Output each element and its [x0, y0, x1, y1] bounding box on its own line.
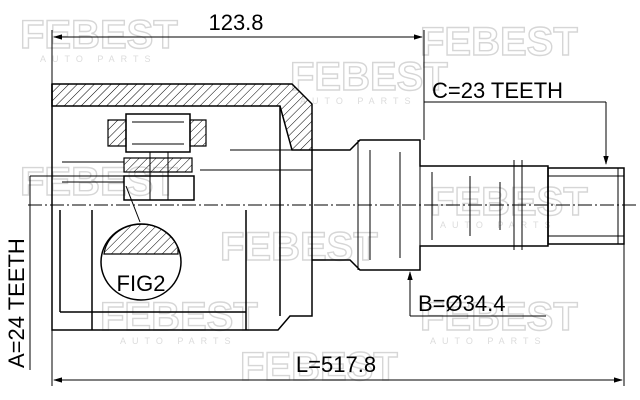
watermark-brand: FEBEST — [20, 13, 178, 57]
tripod-roller — [62, 113, 207, 201]
dimension-seal-diameter: B=Ø34.4 — [407, 271, 546, 317]
watermark-tagline: AUTO PARTS — [40, 54, 157, 64]
dimension-outer-spline: C=23 TEETH — [424, 78, 609, 165]
fig2-detail: FIG2 — [100, 185, 182, 301]
shaft-section — [312, 139, 625, 271]
seal-diameter-label: B=Ø34.4 — [418, 291, 505, 316]
watermark-brand: FEBEST — [430, 180, 588, 224]
watermark-brand: FEBEST — [100, 295, 258, 339]
dimension-total-length: L=517.8 — [51, 244, 625, 386]
dimension-housing-length: 123.8 — [51, 10, 425, 140]
watermark-tagline: AUTO PARTS — [440, 220, 557, 230]
housing-length-label: 123.8 — [208, 10, 263, 35]
inner-spline-label: A=24 TEETH — [4, 238, 29, 368]
watermark-tagline: AUTO PARTS — [430, 336, 547, 346]
watermark-tagline: AUTO PARTS — [300, 96, 417, 106]
watermark-brand: FEBEST — [290, 55, 448, 99]
outer-housing — [51, 83, 313, 331]
watermark-group: FEBEST FEBEST FEBEST FEBEST FEBEST FEBES… — [19, 12, 588, 389]
outer-spline-label: C=23 TEETH — [432, 78, 563, 103]
watermark-tagline: AUTO PARTS — [120, 336, 237, 346]
watermark-brand: FEBEST — [420, 295, 578, 339]
watermark-brand: FEBEST — [420, 20, 578, 64]
dimension-inner-spline: A=24 TEETH — [4, 175, 124, 370]
figure-label: FIG2 — [117, 271, 166, 296]
watermark-brand: FEBEST — [220, 225, 378, 269]
total-length-label: L=517.8 — [296, 352, 376, 377]
